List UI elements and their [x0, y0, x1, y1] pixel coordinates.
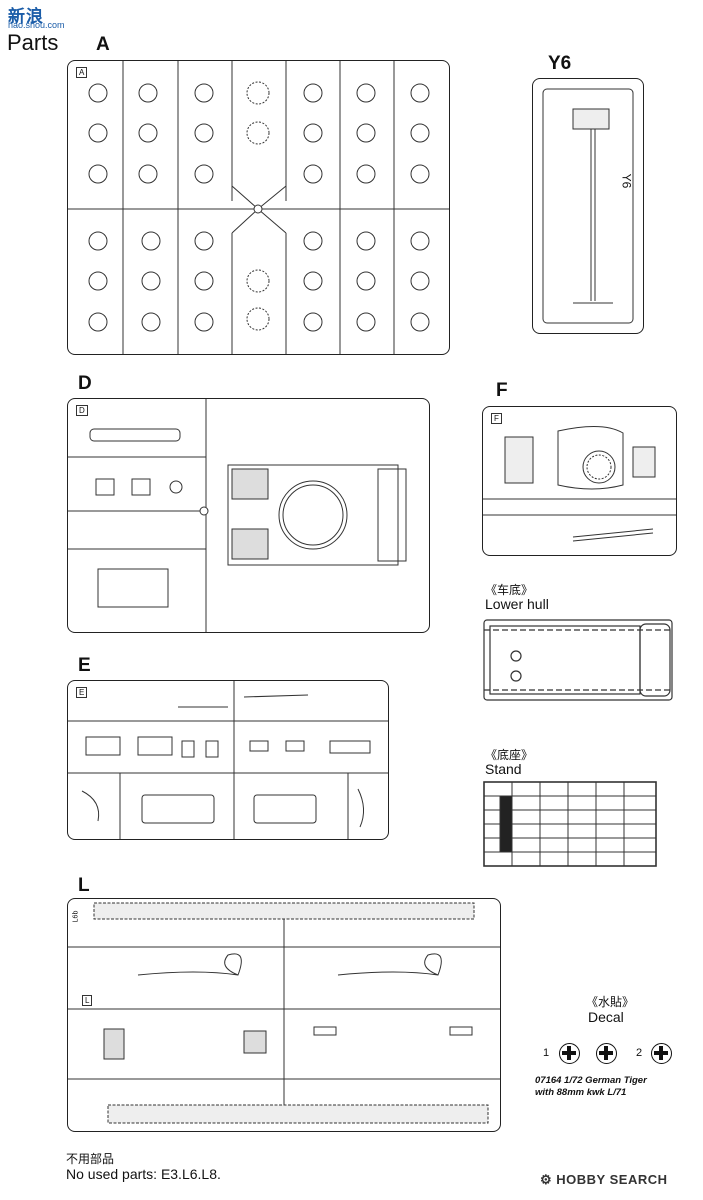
lower-hull-cn: 《车底》 [485, 583, 534, 597]
sprue-e-tag: E [76, 687, 88, 698]
sprue-y6-drawing [542, 88, 634, 324]
sprue-d-tag: D [76, 405, 88, 416]
sprue-e-drawing [68, 681, 388, 839]
sprue-a: A [67, 60, 450, 355]
sprue-d-drawing [68, 399, 407, 632]
decal-sheet: 1 2 [541, 1043, 676, 1065]
brand-name: HOBBY SEARCH [556, 1172, 668, 1187]
decal-number-1: 1 [543, 1047, 550, 1059]
sprue-a-drawing [68, 61, 449, 354]
unused-parts-en: No used parts: E3.L6.L8. [66, 1166, 221, 1182]
kit-name: 07164 1/72 German Tiger with 88mm kwk L/… [535, 1075, 647, 1099]
watermark-logo: 新浪 [8, 7, 44, 26]
kit-name-line1: 07164 1/72 German Tiger [535, 1075, 647, 1086]
balkenkreuz-icon-2 [596, 1043, 617, 1064]
sprue-y6: Y6 [532, 78, 644, 334]
sprue-f-letter: F [496, 380, 508, 401]
page-title: Parts [7, 30, 59, 55]
kit-name-line2: with 88mm kwk L/71 [535, 1087, 627, 1098]
sprue-y6-side-label: Y6 [619, 173, 634, 189]
sprue-f-drawing [483, 425, 676, 542]
stand-cn: 《底座》 [485, 748, 534, 762]
sprue-l-drawing [68, 902, 500, 1124]
brand-logo: ⚙ HOBBY SEARCH [540, 1172, 668, 1188]
lower-hull-en: Lower hull [485, 596, 549, 612]
unused-parts-cn: 不用部品 [66, 1152, 115, 1166]
decal-cn: 《水貼》 [586, 995, 635, 1009]
decal-number-2: 2 [636, 1047, 643, 1059]
sprue-d-letter: D [78, 373, 92, 394]
decal-en: Decal [588, 1009, 624, 1025]
balkenkreuz-icon-3 [651, 1043, 672, 1064]
sprue-l: L L6b [67, 898, 501, 1132]
stand-en: Stand [485, 761, 522, 777]
sprue-y6-letter: Y6 [548, 53, 572, 74]
sprue-a-letter: A [96, 34, 110, 55]
sprue-f-tag: F [491, 413, 502, 424]
brand-mark-icon: ⚙ [540, 1172, 557, 1187]
sprue-f: F [482, 406, 677, 556]
sprue-e-letter: E [78, 655, 91, 676]
watermark-site: hao.shou.com [8, 20, 65, 30]
sprue-l-tag: L [82, 995, 93, 1006]
balkenkreuz-icon-1 [559, 1043, 580, 1064]
sprue-a-tag: A [76, 67, 88, 78]
sprue-d: D [67, 398, 430, 633]
sprue-l-letter: L [78, 875, 90, 896]
sprue-e: E [67, 680, 389, 840]
